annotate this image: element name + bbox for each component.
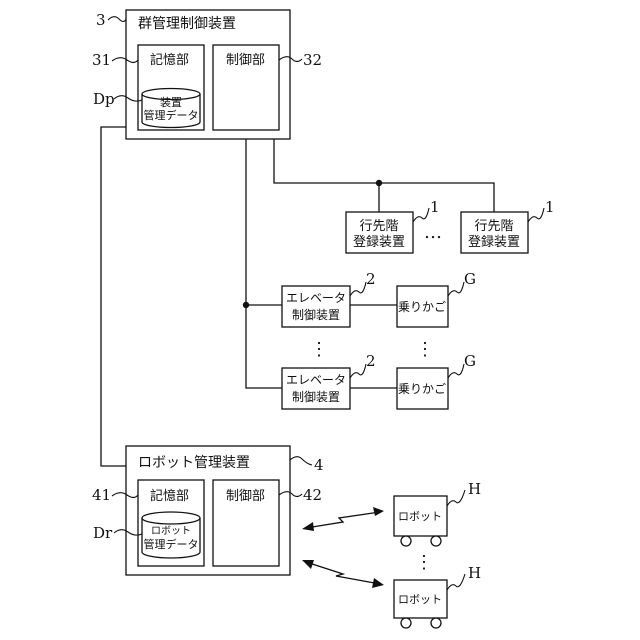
robot-2-label: ロボット <box>398 593 442 606</box>
ref-3: 3 <box>96 11 106 29</box>
elevator-controller-2-line2: 制御装置 <box>292 389 340 404</box>
destination-device-1-line1: 行先階 <box>359 219 398 234</box>
ref-H-a: H <box>468 480 481 498</box>
robot-1-wheel-right <box>431 536 441 546</box>
vertical-ellipsis-cars: ⋮ <box>416 339 436 360</box>
ref-1-b: 1 <box>545 198 555 216</box>
device-management-data-cylinder: 装置 管理データ <box>142 89 200 128</box>
wireless-link-2 <box>302 560 384 588</box>
junction-dot <box>376 180 382 186</box>
destination-device-1-line2: 登録装置 <box>353 235 405 250</box>
robot-2: ロボット H <box>394 564 481 628</box>
junction-dot <box>243 302 249 308</box>
horizontal-ellipsis: … <box>424 222 444 243</box>
robot-control-label: 制御部 <box>226 489 265 504</box>
robot-management-data-cylinder: ロボット 管理データ <box>142 512 200 558</box>
destination-registration-devices: 行先階 登録装置 … 行先階 登録装置 1 1 <box>346 198 555 253</box>
robot-1-wheel-left <box>401 536 411 546</box>
ref-2-a: 2 <box>366 270 376 288</box>
vertical-ellipsis-controllers: ⋮ <box>310 339 330 360</box>
car-1-label: 乗りかご <box>398 299 446 314</box>
wireless-links <box>302 507 384 588</box>
robot-management-device: ロボット管理装置 記憶部 ロボット 管理データ 制御部 4 41 42 Dr <box>92 446 324 575</box>
device-data-line1: 装置 <box>160 96 182 109</box>
group-controller-title: 群管理制御装置 <box>138 16 236 32</box>
car-2-label: 乗りかご <box>398 381 446 396</box>
ref-32: 32 <box>303 51 322 69</box>
ref-2-b: 2 <box>366 352 376 370</box>
device-data-line2: 管理データ <box>144 108 199 122</box>
ref-1-a: 1 <box>430 198 440 216</box>
robot-data-line1: ロボット <box>151 525 191 537</box>
vertical-ellipsis-robots: ⋮ <box>415 552 435 573</box>
robot-1-label: ロボット <box>398 510 442 523</box>
ref-G-a: G <box>464 270 476 288</box>
robot-data-line2: 管理データ <box>144 537 199 551</box>
elevator-controller-1-line1: エレベータ <box>286 291 346 305</box>
ref-Dp: Dp <box>93 90 115 108</box>
ref-G-b: G <box>464 352 476 370</box>
group-storage-label: 記憶部 <box>150 52 189 68</box>
robot-storage-label: 記憶部 <box>150 488 189 504</box>
ref-H-b: H <box>468 564 481 582</box>
ref-31: 31 <box>92 51 111 69</box>
group-management-controller: 群管理制御装置 記憶部 装置 管理データ 制御部 3 31 32 Dp <box>92 10 322 139</box>
robot-manager-title: ロボット管理装置 <box>138 455 250 471</box>
ref-4: 4 <box>314 456 324 474</box>
robot-2-wheel-right <box>431 618 441 628</box>
robot-2-wheel-left <box>401 618 411 628</box>
ref-41: 41 <box>92 486 111 504</box>
robot-1: ロボット H <box>394 480 481 546</box>
ref-Dr: Dr <box>93 524 113 542</box>
destination-device-2-line2: 登録装置 <box>468 235 520 250</box>
wireless-link-1 <box>302 507 384 531</box>
destination-device-2-line1: 行先階 <box>474 219 513 234</box>
robots: ロボット H ⋮ ロボット H <box>394 480 481 628</box>
elevator-controller-2-line1: エレベータ <box>286 373 346 387</box>
group-control-label: 制御部 <box>226 53 265 68</box>
ref-42: 42 <box>303 486 322 504</box>
elevator-controller-1-line2: 制御装置 <box>292 307 340 322</box>
